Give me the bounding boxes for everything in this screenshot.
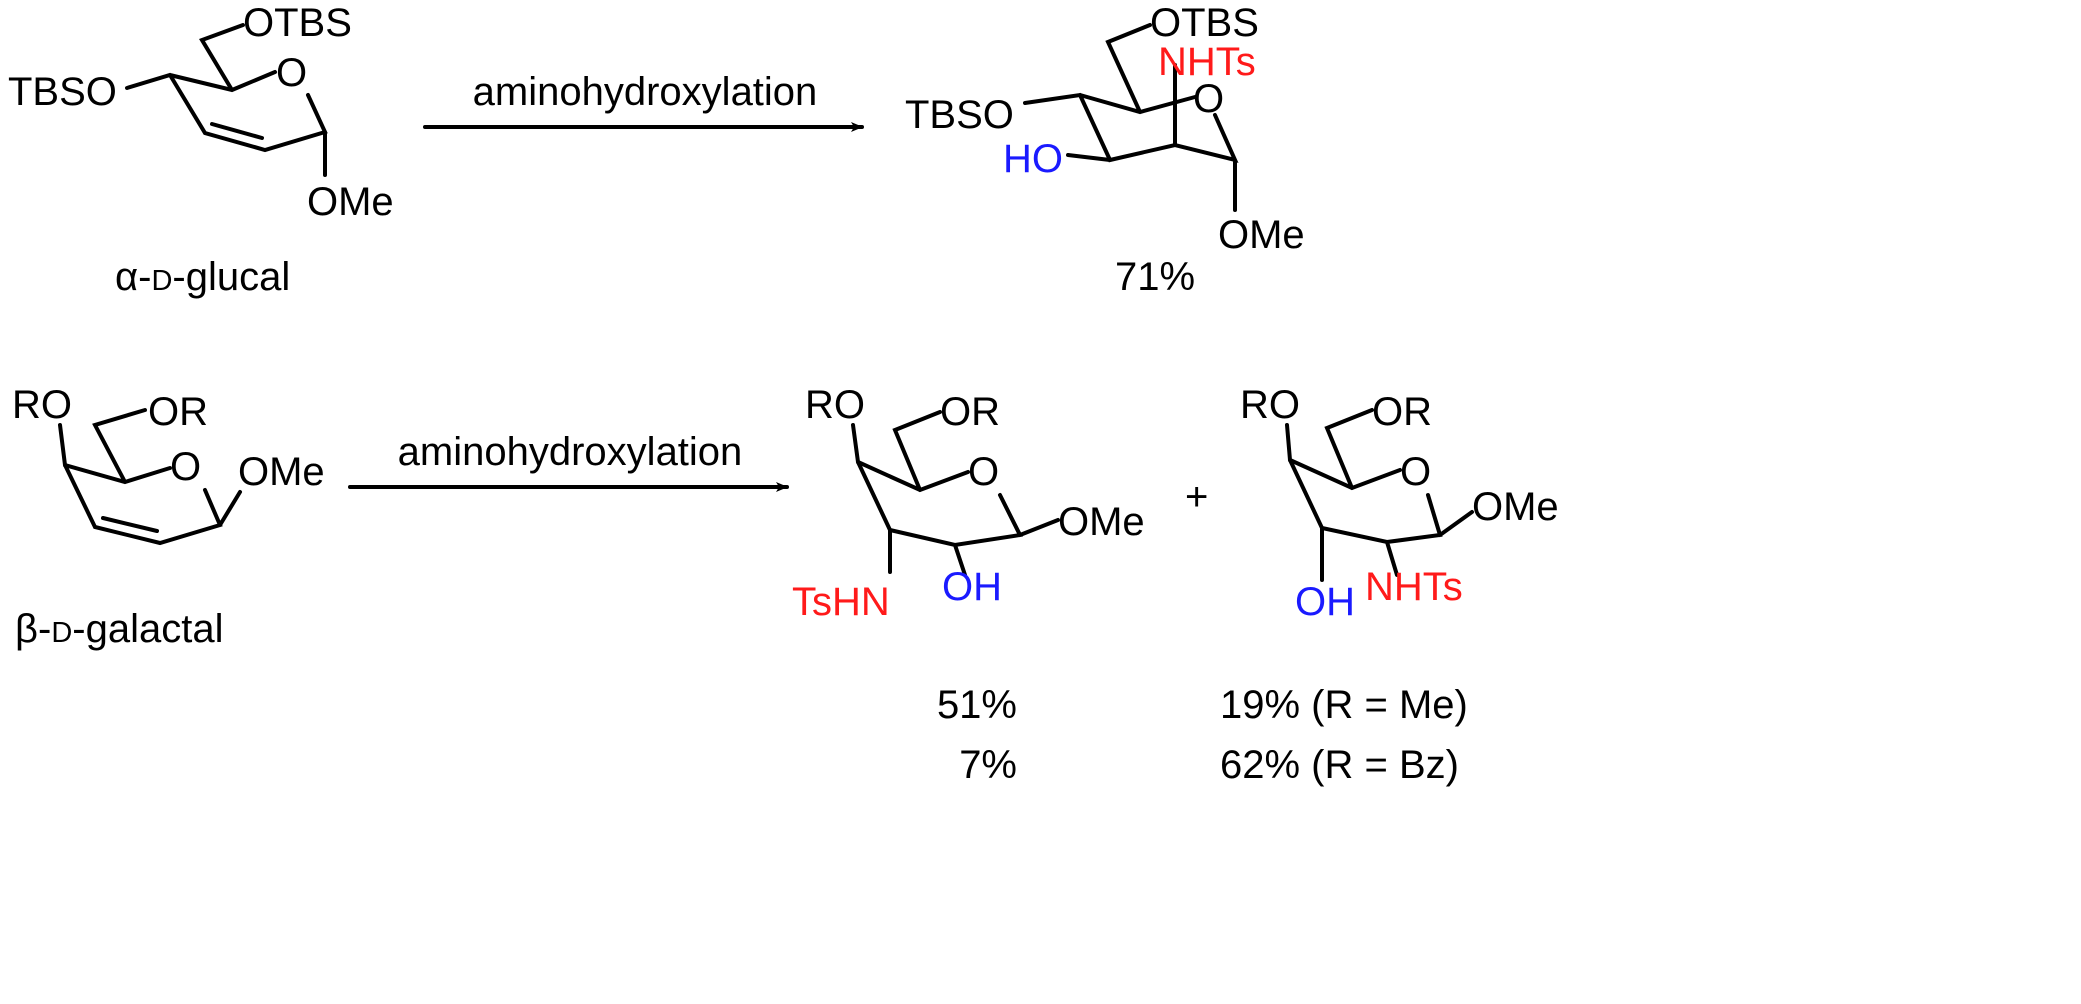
hydroxyl-label: HO: [1003, 137, 1063, 181]
methoxy-label: OMe: [1058, 500, 1145, 544]
yield-label-2: 7%: [959, 743, 1017, 787]
or-label: OR: [940, 390, 1000, 434]
nhts-label: NHTs: [1365, 565, 1463, 609]
otbs-label: OTBS: [243, 1, 352, 45]
glucal-structure: OTBS TBSO O OMe α-D-glucal: [8, 1, 394, 299]
arrow-label: aminohydroxylation: [398, 430, 743, 474]
reaction-arrow-1: aminohydroxylation: [423, 70, 864, 132]
yield-label: 71%: [1115, 255, 1195, 299]
tbso-label: TBSO: [8, 70, 117, 114]
ring-oxygen-label: O: [968, 450, 999, 494]
ring-oxygen-label: O: [1400, 450, 1431, 494]
yield-label-1: 19% (R = Me): [1220, 683, 1468, 727]
product-2-structure: RO OR O OMe OH NHTs 19% (R = Me) 62% (R …: [1220, 383, 1559, 787]
hydroxyl-label: OH: [942, 565, 1002, 609]
compound-name-galactal: β-D-galactal: [15, 607, 223, 651]
ring-oxygen-label: O: [170, 445, 201, 489]
yield-label-2: 62% (R = Bz): [1220, 743, 1459, 787]
tshn-label: TsHN: [792, 580, 890, 624]
reaction-arrow-2: aminohydroxylation: [348, 430, 789, 492]
ring-oxygen-label: O: [1193, 77, 1224, 121]
product-1-structure: RO OR O OMe TsHN OH 51% 7%: [792, 383, 1145, 787]
yield-label-1: 51%: [937, 683, 1017, 727]
compound-name-glucal: α-D-glucal: [115, 255, 290, 299]
methoxy-label: OMe: [307, 180, 394, 224]
plus-sign: +: [1185, 475, 1208, 519]
methoxy-label: OMe: [1218, 213, 1305, 257]
tbso-label: TBSO: [905, 93, 1014, 137]
ro-label: RO: [12, 383, 72, 427]
glucal-product-structure: OTBS NHTs TBSO HO O OMe 71%: [905, 1, 1305, 299]
methoxy-label: OMe: [238, 450, 325, 494]
ro-label: RO: [1240, 383, 1300, 427]
galactal-structure: RO OR O OMe β-D-galactal: [12, 383, 325, 651]
nhts-label: NHTs: [1158, 40, 1256, 84]
otbs-label: OTBS: [1150, 1, 1259, 45]
or-label: OR: [1372, 390, 1432, 434]
ro-label: RO: [805, 383, 865, 427]
ring-oxygen-label: O: [276, 51, 307, 95]
arrow-label: aminohydroxylation: [473, 70, 818, 114]
hydroxyl-label: OH: [1295, 580, 1355, 624]
or-label: OR: [148, 390, 208, 434]
methoxy-label: OMe: [1472, 485, 1559, 529]
